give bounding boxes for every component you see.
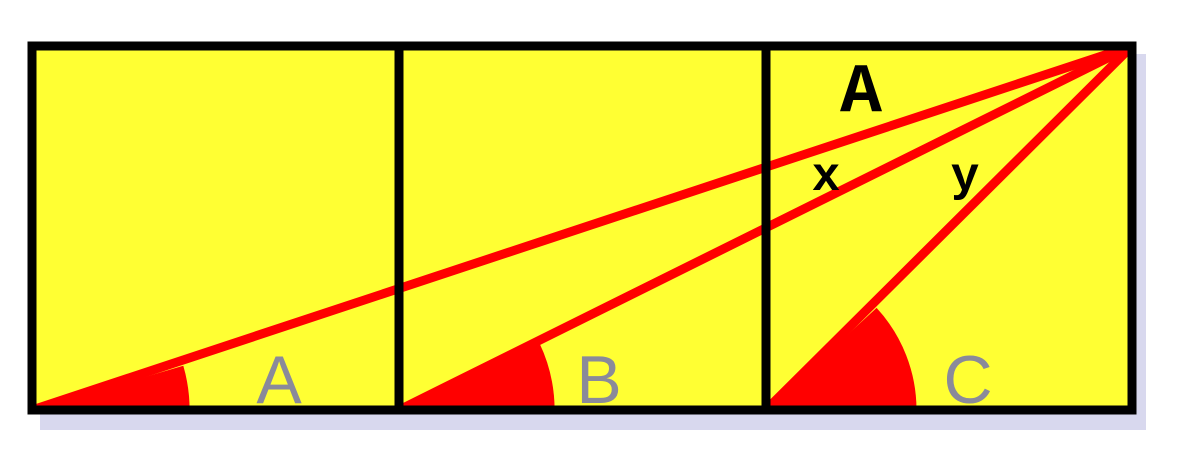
label-angle-y: y	[951, 151, 980, 205]
ray-c	[761, 41, 1137, 415]
label-angle-x: x	[812, 151, 841, 205]
ray-a	[27, 41, 1137, 415]
label-square-1: A	[256, 342, 302, 418]
angle-wedge-c	[766, 307, 917, 410]
label-square-3: C	[943, 342, 992, 418]
diagram-outline	[27, 41, 1137, 415]
label-square-2: B	[576, 342, 621, 418]
label-top-a: A	[840, 54, 882, 133]
